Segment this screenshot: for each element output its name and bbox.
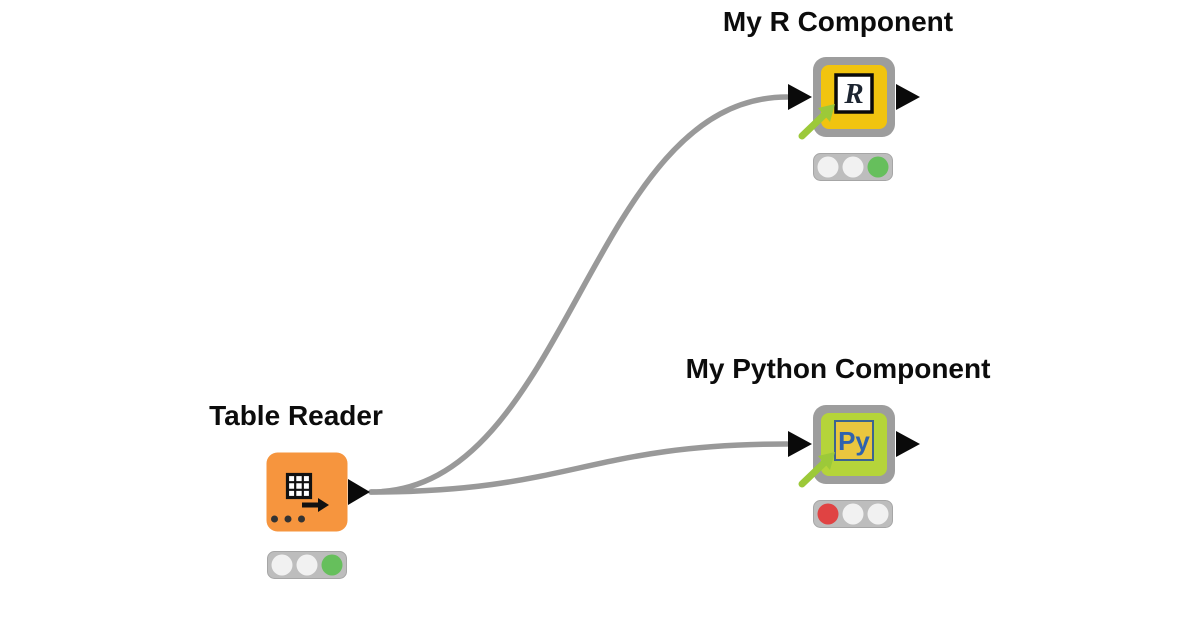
connection-table-reader-to-r-component[interactable] <box>368 94 790 495</box>
node-title-python-component[interactable]: My Python Component <box>685 353 991 384</box>
r-component-body[interactable]: R <box>788 56 921 142</box>
status-light <box>271 554 293 576</box>
table-reader-traffic-light <box>267 551 347 579</box>
python-component-traffic-light <box>813 500 893 528</box>
svg-text:Py: Py <box>838 426 870 456</box>
status-light <box>867 156 889 178</box>
component-arrow-icon <box>798 452 835 488</box>
python-logo-icon: Py <box>834 420 874 461</box>
node-python-component[interactable]: My Python Component Py <box>686 351 990 531</box>
status-light <box>842 503 864 525</box>
r-component-output-port[interactable] <box>896 84 920 110</box>
status-light <box>817 156 839 178</box>
python-component-output-port[interactable] <box>896 431 920 457</box>
r-logo-icon: R <box>834 73 874 114</box>
node-r-component[interactable]: My R Component R <box>723 4 953 184</box>
python-component-body[interactable]: Py <box>788 404 921 490</box>
connection-table-reader-to-python-component[interactable] <box>368 441 790 495</box>
component-arrow-icon <box>798 104 835 140</box>
table-reader-body[interactable] <box>266 452 372 532</box>
status-light <box>817 503 839 525</box>
table-reader-output-port[interactable] <box>348 479 370 505</box>
r-component-input-port[interactable] <box>788 84 812 110</box>
status-light <box>296 554 318 576</box>
ellipsis-dots-icon <box>271 515 305 523</box>
status-light <box>321 554 343 576</box>
table-grid-arrow-icon <box>285 472 329 512</box>
node-title-r-component[interactable]: My R Component <box>722 6 954 37</box>
node-title-table-reader[interactable]: Table Reader <box>209 400 383 431</box>
python-component-input-port[interactable] <box>788 431 812 457</box>
node-table-reader[interactable]: Table Reader <box>209 400 383 585</box>
status-light <box>842 156 864 178</box>
svg-text:R: R <box>843 78 863 110</box>
r-component-traffic-light <box>813 153 893 181</box>
status-light <box>867 503 889 525</box>
